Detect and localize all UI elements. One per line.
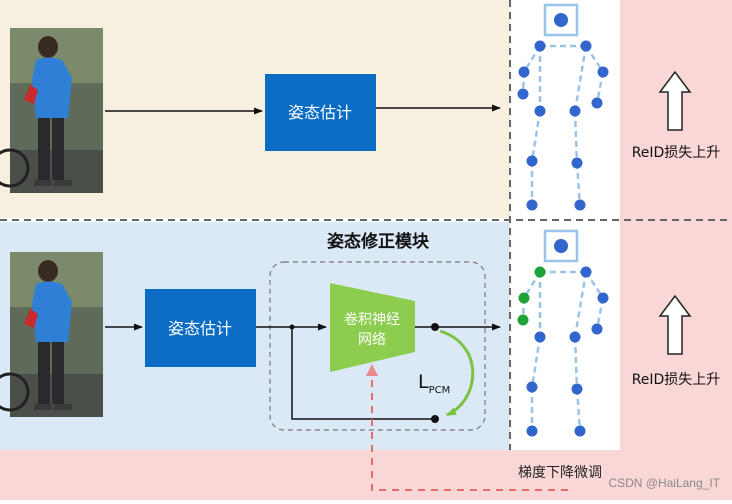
skeleton-joint-lk [526,381,538,393]
skeleton-joint-le [518,66,530,78]
skeleton-joint-rs [580,40,592,52]
finetune-label: 梯度下降微调 [518,465,602,481]
cnn-label-line2: 网络 [358,332,386,348]
skeleton-head-joint [554,13,568,27]
cnn-output-node [431,323,439,331]
skeleton-bone [573,271,588,338]
skeleton-joint-re [597,66,609,78]
skeleton-top [517,3,609,211]
person-photo-top [0,28,103,193]
skeleton-joint-lh [534,105,546,117]
cnn-block [330,283,415,372]
skeleton-joint-rs [580,266,592,278]
module-title: 姿态修正模块 [327,231,430,252]
loss-up-arrow-bottom [658,294,692,355]
skeleton-joint-ra [574,425,586,437]
skeleton-joint-re [597,292,609,304]
skeleton-joint-lh [534,331,546,343]
pose-estimation-box-bottom [145,289,256,367]
skeleton-bone [573,45,588,112]
skeleton-joint-rk [571,383,583,395]
skeleton-joint-la [526,425,538,437]
loss-up-arrow-top [658,70,692,131]
skeleton-head-joint [554,239,568,253]
bottom-band-background [0,450,732,500]
skeleton-head-box [543,229,579,263]
skeleton-bone [530,336,542,388]
skeleton-joint-lw [517,88,529,100]
pose-estimation-label-top: 姿态估计 [288,103,352,122]
loss-label-top: ReID损失上升 [632,145,721,161]
skeleton-joint-ra [574,199,586,211]
pose-correction-module-boundary [269,261,486,431]
skeleton-joint-lk [526,155,538,167]
skeleton-joint-le [518,292,530,304]
bypass-end-node [431,415,439,423]
skeleton-bottom [517,229,609,437]
skeleton-joint-la [526,199,538,211]
skeleton-joint-rw [591,97,603,109]
skeleton-joint-rk [571,157,583,169]
skeleton-bone [575,388,582,432]
cnn-label-line1: 卷积神经 [344,312,400,328]
pose-estimation-label-bottom: 姿态估计 [168,319,232,338]
skeleton-bone [573,336,579,390]
lpcm-arrow [439,329,475,417]
skeleton-joint-lw [517,314,529,326]
lpcm-label: LPCM [418,371,450,396]
watermark: CSDN @HaiLang_IT [608,476,720,490]
person-photo-bottom [0,252,103,417]
skeleton-head-box [543,3,579,37]
bypass-path [291,327,433,420]
skeleton-joint-rw [591,323,603,335]
finetune-feedback-path [366,364,568,491]
skeleton-joint-rh [569,331,581,343]
skeleton-joint-ls [534,40,546,52]
skeleton-joint-rh [569,105,581,117]
pose-estimation-box-top [265,74,376,151]
loss-label-bottom: ReID损失上升 [632,372,721,388]
skeleton-bone [575,162,582,206]
skeleton-bone [573,110,579,164]
skeleton-bone [530,110,542,162]
skeleton-joint-ls [534,266,546,278]
